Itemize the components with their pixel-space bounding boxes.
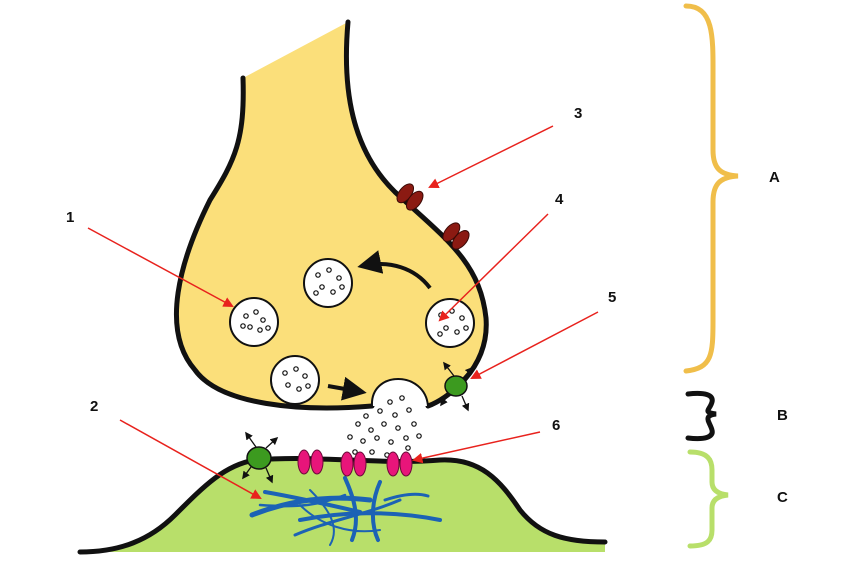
label-5: 5 bbox=[608, 289, 616, 306]
brace-c bbox=[687, 449, 729, 549]
brace-a bbox=[683, 3, 739, 374]
pointer-arrow-2 bbox=[119, 419, 262, 500]
vesicle-transport-arrow bbox=[327, 376, 367, 401]
synaptic-vesicle-3 bbox=[425, 298, 475, 348]
fusing-vesicle bbox=[370, 378, 429, 407]
autoreceptor-upper bbox=[396, 183, 424, 211]
label-6: 6 bbox=[552, 417, 560, 434]
presynaptic-transporter bbox=[440, 361, 474, 412]
label-2: 2 bbox=[90, 398, 98, 415]
presynaptic-membrane-right bbox=[343, 19, 489, 409]
pointer-arrow-5 bbox=[470, 311, 599, 379]
label-3: 3 bbox=[574, 105, 582, 122]
label-b: B bbox=[777, 407, 788, 424]
pointer-arrow-4 bbox=[438, 213, 549, 322]
label-1: 1 bbox=[66, 209, 74, 226]
pointer-arrow-1 bbox=[87, 227, 234, 308]
vesicle-recycling-arrow bbox=[357, 250, 432, 290]
postsynaptic-transporter bbox=[242, 431, 279, 484]
synaptic-vesicle-2 bbox=[303, 258, 353, 308]
label-4: 4 bbox=[555, 191, 564, 208]
postsynaptic-receptor-1 bbox=[297, 449, 324, 475]
presynaptic-membrane-left bbox=[173, 75, 375, 411]
pointer-arrow-6 bbox=[411, 431, 541, 464]
synaptic-vesicle-4 bbox=[270, 355, 320, 405]
postsynaptic-receptor-3 bbox=[386, 451, 413, 477]
label-c: C bbox=[777, 489, 788, 506]
synaptic-vesicle-1 bbox=[229, 297, 279, 347]
label-a: A bbox=[769, 169, 780, 186]
brace-b bbox=[685, 390, 717, 442]
neurotransmitter-molecules bbox=[347, 395, 422, 458]
autoreceptor-lower bbox=[442, 222, 470, 250]
postsynaptic-receptor-2 bbox=[340, 451, 367, 477]
presynaptic-terminal bbox=[176, 22, 487, 408]
postsynaptic-cytoskeleton bbox=[249, 476, 442, 546]
pointer-arrow-3 bbox=[428, 125, 554, 188]
